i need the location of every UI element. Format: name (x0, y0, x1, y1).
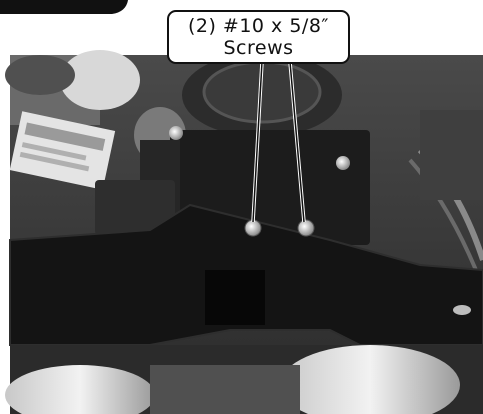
screw-callout: (2) #10 x 5/8″ Screws (167, 10, 350, 64)
flue-shadow (150, 365, 300, 414)
valve-housing (95, 180, 175, 235)
bracket-hole (453, 305, 471, 315)
box-screw-left (169, 126, 183, 140)
dark-debris (5, 55, 75, 95)
wire-bundle-2 (408, 158, 482, 281)
callout-quantity-size: (2) #10 x 5/8″ (187, 15, 330, 37)
corner-tab (0, 0, 128, 14)
screw-right (297, 219, 315, 237)
leader-lines (252, 61, 305, 223)
warning-label (9, 111, 116, 190)
callout-part-name: Screws (223, 37, 294, 59)
white-cloth (60, 50, 140, 110)
flue-pipe-right (280, 345, 460, 414)
screw-left (244, 219, 262, 237)
right-panel (420, 110, 483, 200)
flue-pipe-left (5, 365, 155, 414)
bracket-slot (205, 270, 265, 325)
box-screw-right (336, 156, 350, 170)
